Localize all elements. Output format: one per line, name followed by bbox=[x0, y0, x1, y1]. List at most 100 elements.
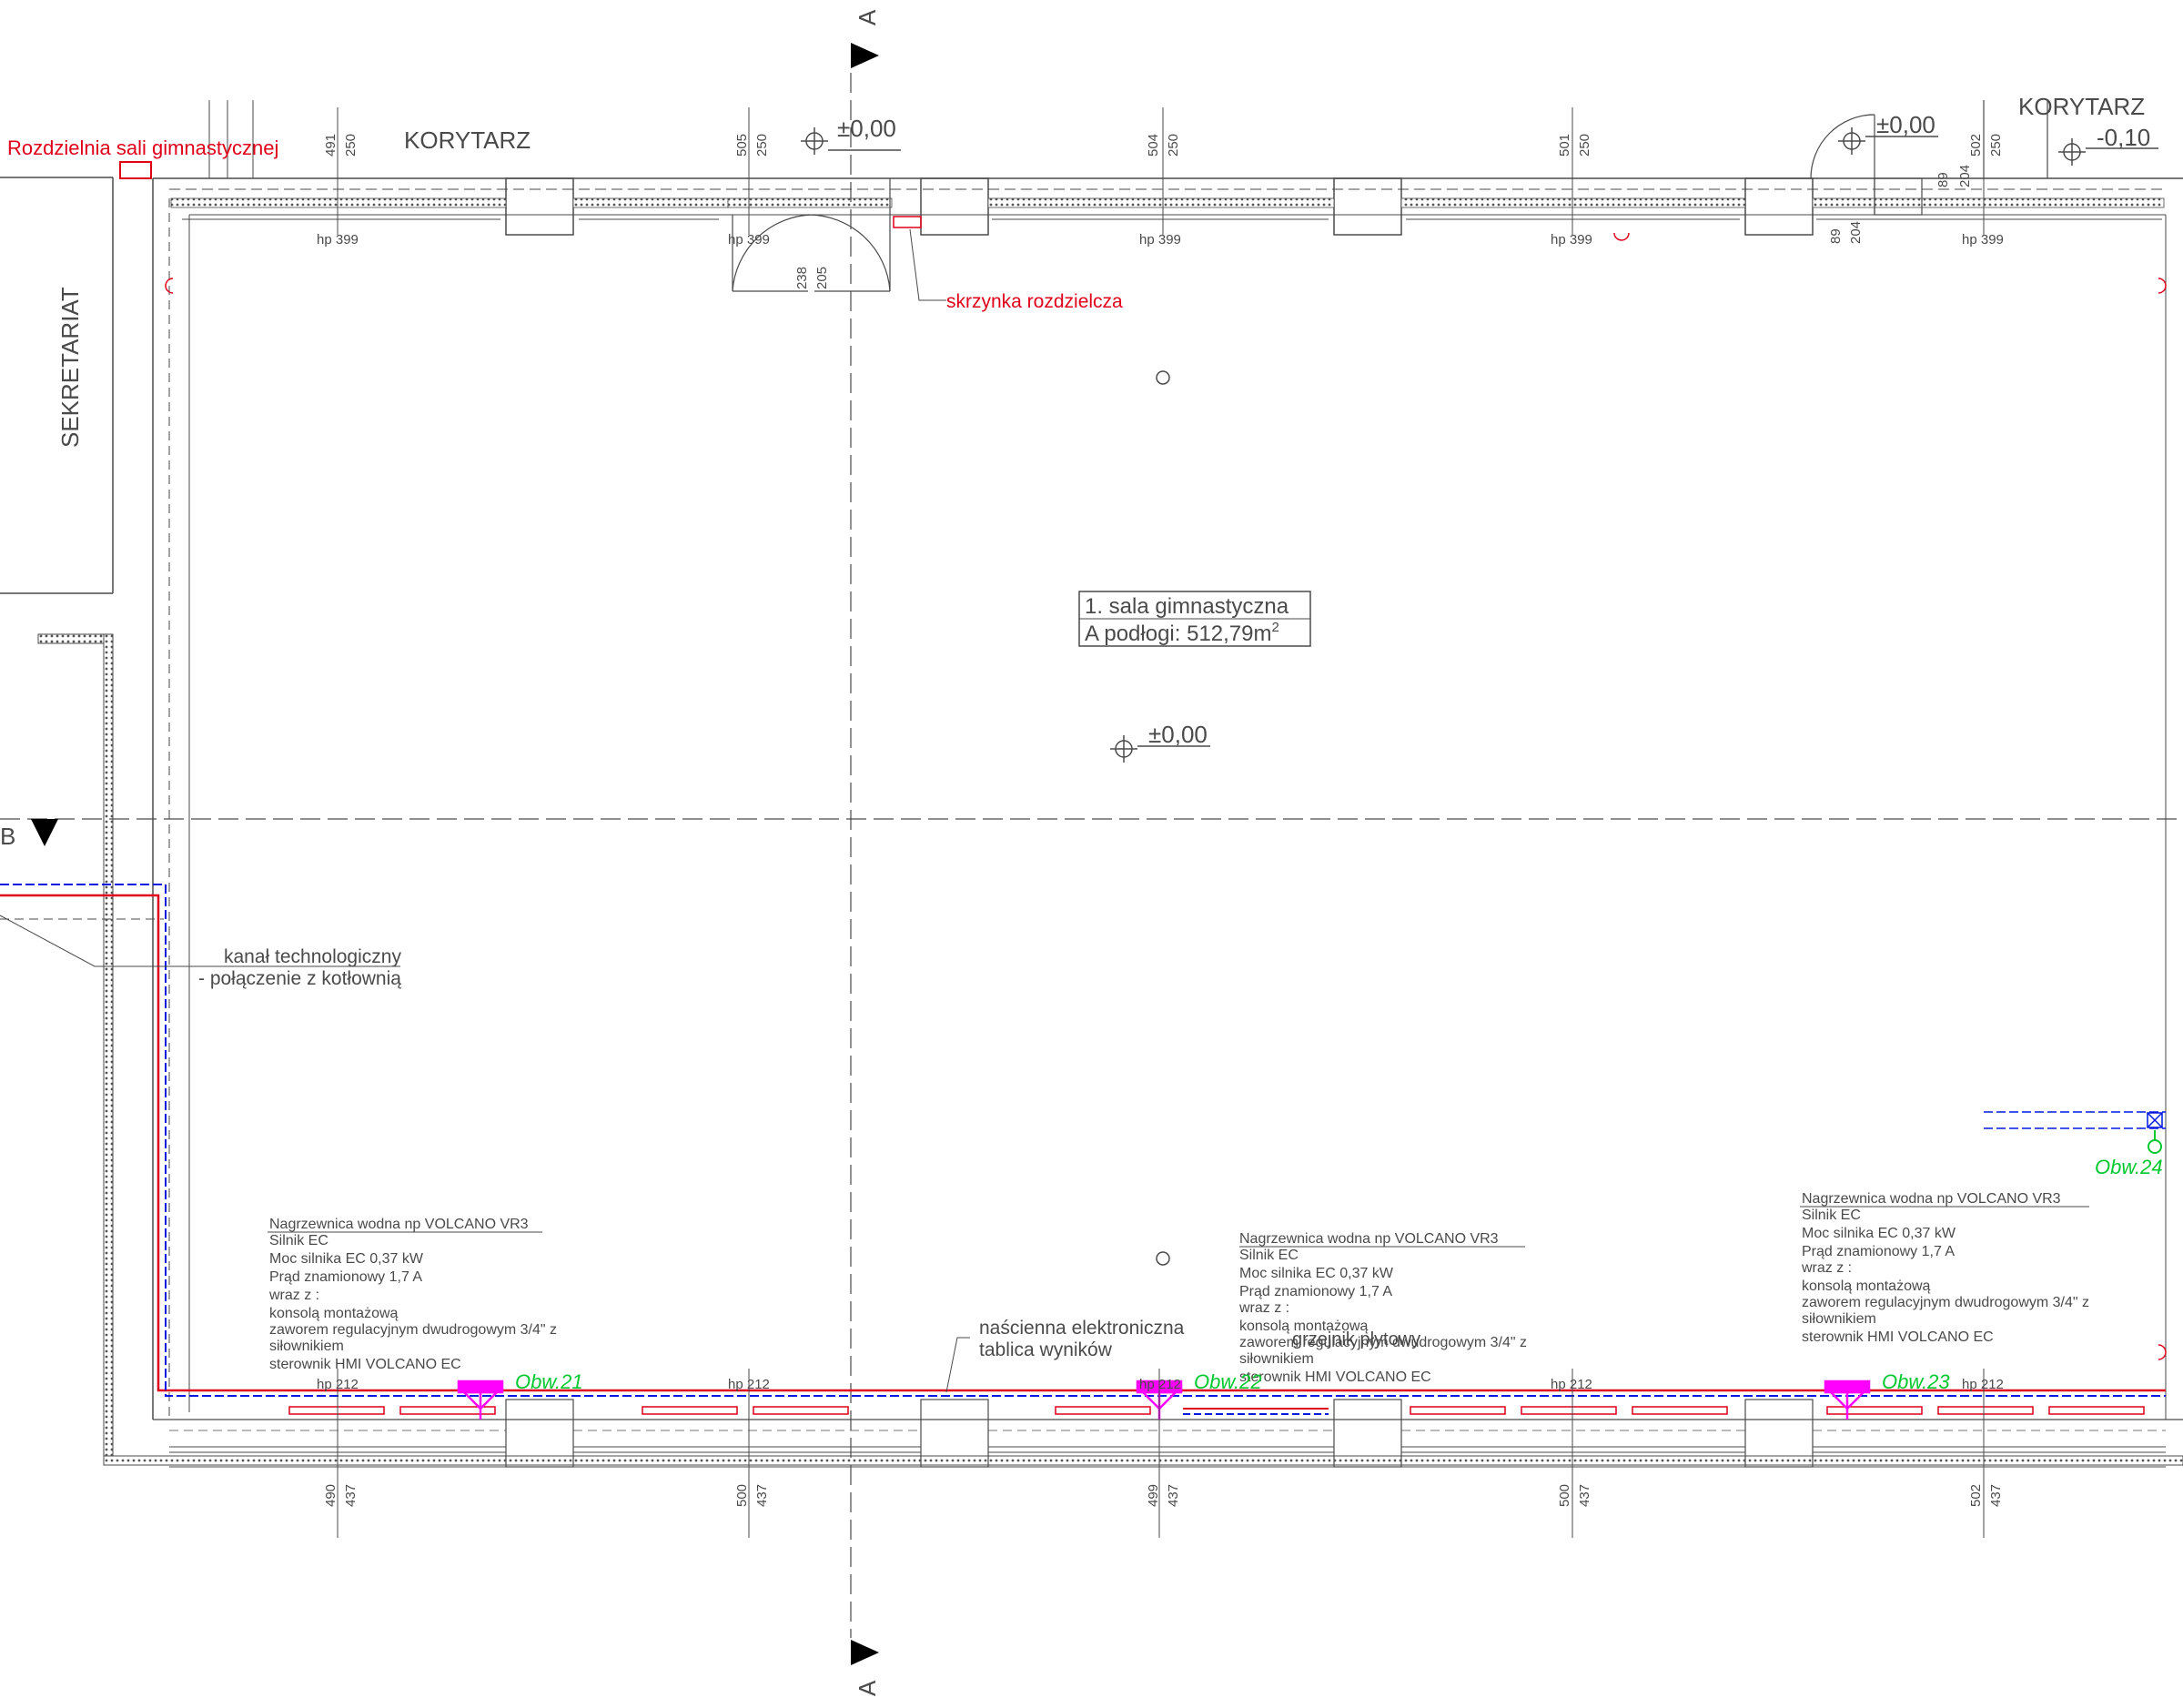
scoreboard-label-1: naścienna elektroniczna bbox=[979, 1318, 1185, 1339]
top-hp-1: hp 399 bbox=[317, 232, 359, 248]
circuit-23-label: Obw.23 bbox=[1882, 1370, 1950, 1393]
top-dim-5a: 502 bbox=[1968, 134, 1984, 157]
heater-spec-21-l8: sterownik HMI VOLCANO EC bbox=[269, 1357, 461, 1372]
ceiling-marker-bottom bbox=[1156, 1251, 1170, 1266]
level-corridor-text: -0,10 bbox=[2097, 124, 2150, 151]
secretariat-label: SEKRETARIAT bbox=[56, 287, 84, 448]
heater-unit-21 bbox=[457, 1380, 504, 1420]
corridor-right-label: KORYTARZ bbox=[2018, 93, 2145, 120]
channel-label-1: kanał technologiczny bbox=[224, 946, 401, 967]
heater-spec-23-l6: zaworem regulacyjnym dwudrogowym 3/4" z bbox=[1802, 1295, 2089, 1310]
heater-spec-21-title: Nagrzewnica wodna np VOLCANO VR3 bbox=[269, 1217, 529, 1232]
secretariat-room bbox=[0, 177, 114, 594]
bottom-hp-3: hp 212 bbox=[1139, 1377, 1181, 1392]
dimension-lines bbox=[337, 107, 1985, 1538]
section-lines bbox=[0, 73, 2183, 1638]
heater-spec-23: Nagrzewnica wodna np VOLCANO VR3 Silnik … bbox=[1801, 1191, 2089, 1345]
heater-spec-23-l4: wraz z : bbox=[1801, 1260, 1852, 1276]
top-dim-4b: 250 bbox=[1577, 134, 1592, 157]
heater-spec-23-l3: Prąd znamionowy 1,7 A bbox=[1802, 1244, 1955, 1259]
bottom-window-labels: hp 212 hp 212 hp 212 hp 212 hp 212 bbox=[317, 1377, 2004, 1392]
switchboard-box bbox=[119, 161, 152, 179]
level-marker-stair bbox=[1838, 127, 1938, 155]
bot-dim-5a: 502 bbox=[1968, 1484, 1984, 1507]
heater-spec-22-l8: sterownik HMI VOLCANO EC bbox=[1239, 1369, 1431, 1385]
level-marker-center bbox=[1110, 735, 1210, 763]
level-marker-corridor bbox=[2058, 138, 2158, 166]
heater-spec-22-l2: Moc silnika EC 0,37 kW bbox=[1239, 1266, 1394, 1281]
heater-spec-21-l7: siłownikiem bbox=[269, 1339, 344, 1354]
stair-dim-1: 89 bbox=[1828, 228, 1844, 244]
heater-spec-21-l6: zaworem regulacyjnym dwudrogowym 3/4" z bbox=[269, 1322, 557, 1338]
top-window-bands bbox=[170, 197, 2165, 220]
top-window-labels: hp 399 hp 399 hp 399 hp 399 hp 399 bbox=[317, 232, 2004, 248]
heater-spec-23-l1: Silnik EC bbox=[1802, 1208, 1861, 1223]
room-area-prefix: A podłogi: 512,79m bbox=[1085, 622, 1272, 646]
bot-dim-4b: 437 bbox=[1577, 1484, 1592, 1507]
bot-dim-5b: 437 bbox=[1988, 1484, 2004, 1507]
heater-spec-23-title: Nagrzewnica wodna np VOLCANO VR3 bbox=[1802, 1191, 2061, 1207]
heater-spec-21-l5: konsolą montażową bbox=[269, 1306, 399, 1321]
section-a-bottom: A bbox=[854, 1680, 881, 1696]
leader-lines bbox=[0, 228, 2089, 1393]
circuit-24-device bbox=[2148, 1130, 2162, 1154]
circuit-22-label: Obw.22 bbox=[1194, 1370, 1262, 1393]
bot-dim-4a: 500 bbox=[1557, 1484, 1572, 1507]
heater-spec-23-l8: sterownik HMI VOLCANO EC bbox=[1802, 1329, 1994, 1345]
bottom-hp-5: hp 212 bbox=[1962, 1377, 2004, 1392]
heater-spec-22-l7: siłownikiem bbox=[1239, 1351, 1314, 1367]
wall-sockets bbox=[165, 232, 2167, 1360]
bottom-hp-2: hp 212 bbox=[728, 1377, 770, 1392]
heater-spec-22-l6: zaworem regulacyjnym dwudrogowym 3/4" z bbox=[1239, 1335, 1527, 1350]
top-hp-4: hp 399 bbox=[1551, 232, 1592, 248]
heater-spec-21: Nagrzewnica wodna np VOLCANO VR3 Silnik … bbox=[268, 1217, 557, 1372]
section-arrows bbox=[31, 43, 879, 1665]
bottom-hp-4: hp 212 bbox=[1551, 1377, 1592, 1392]
corridor-posts bbox=[208, 100, 254, 178]
heater-spec-22-l4: wraz z : bbox=[1238, 1300, 1289, 1316]
bottom-dimensions: 490 437 500 437 499 437 500 437 502 437 bbox=[323, 1484, 2004, 1507]
circuit-24-symbol bbox=[2147, 1112, 2163, 1128]
room-area-sup: 2 bbox=[1272, 620, 1279, 635]
top-dim-2a: 505 bbox=[734, 134, 750, 157]
top-hp-3: hp 399 bbox=[1139, 232, 1181, 248]
scoreboard-label-2: tablica wyników bbox=[979, 1339, 1113, 1360]
heater-spec-22-l3: Prąd znamionowy 1,7 A bbox=[1239, 1284, 1392, 1299]
top-dim-4a: 501 bbox=[1557, 134, 1572, 157]
room-name: 1. sala gimnastyczna bbox=[1085, 594, 1289, 619]
level-center-text: ±0,00 bbox=[1148, 721, 1208, 748]
section-a-top: A bbox=[854, 9, 881, 25]
heater-spec-21-l3: Prąd znamionowy 1,7 A bbox=[269, 1269, 422, 1285]
bottom-hp-1: hp 212 bbox=[317, 1377, 359, 1392]
room-area: A podłogi: 512,79m2 bbox=[1085, 620, 1279, 646]
radiator-label: grzejnik płytowy bbox=[1292, 1329, 1420, 1349]
heater-spec-21-l1: Silnik EC bbox=[269, 1233, 328, 1248]
top-dimensions: 491 250 505 250 504 250 501 250 502 250 … bbox=[323, 134, 2004, 289]
top-dim-1a: 491 bbox=[323, 134, 339, 157]
heater-spec-22-title: Nagrzewnica wodna np VOLCANO VR3 bbox=[1239, 1231, 1499, 1247]
top-dim-1b: 250 bbox=[343, 134, 359, 157]
circuit-labels: Obw.21 Obw.22 Obw.23 Obw.24 bbox=[515, 1156, 2163, 1393]
stair-dim-2: 204 bbox=[1848, 221, 1864, 244]
bot-dim-3a: 499 bbox=[1146, 1484, 1161, 1507]
junction-box bbox=[893, 216, 922, 228]
circuit-21-label: Obw.21 bbox=[515, 1370, 583, 1393]
heater-spec-23-l5: konsolą montażową bbox=[1802, 1278, 1931, 1294]
top-dim-3b: 250 bbox=[1166, 134, 1181, 157]
bot-dim-2b: 437 bbox=[754, 1484, 770, 1507]
heater-spec-21-l4: wraz z : bbox=[268, 1288, 319, 1303]
ceiling-marker-top bbox=[1156, 370, 1170, 385]
heater-spec-21-l2: Moc silnika EC 0,37 kW bbox=[269, 1251, 424, 1267]
bot-dim-1a: 490 bbox=[323, 1484, 339, 1507]
level-stair-text: ±0,00 bbox=[1876, 111, 1935, 138]
section-b-left: B bbox=[0, 823, 15, 850]
stair-dim-3: 89 bbox=[1935, 172, 1951, 187]
level-door-text: ±0,00 bbox=[837, 115, 896, 142]
heater-spec-23-l7: siłownikiem bbox=[1802, 1311, 1876, 1327]
junction-box-label: skrzynka rozdzielcza bbox=[946, 291, 1123, 312]
bot-dim-3b: 437 bbox=[1166, 1484, 1181, 1507]
door-dim-2: 205 bbox=[814, 267, 830, 289]
heater-spec-22: Nagrzewnica wodna np VOLCANO VR3 Silnik … bbox=[1238, 1231, 1527, 1385]
circuit-24-label: Obw.24 bbox=[2095, 1156, 2163, 1178]
